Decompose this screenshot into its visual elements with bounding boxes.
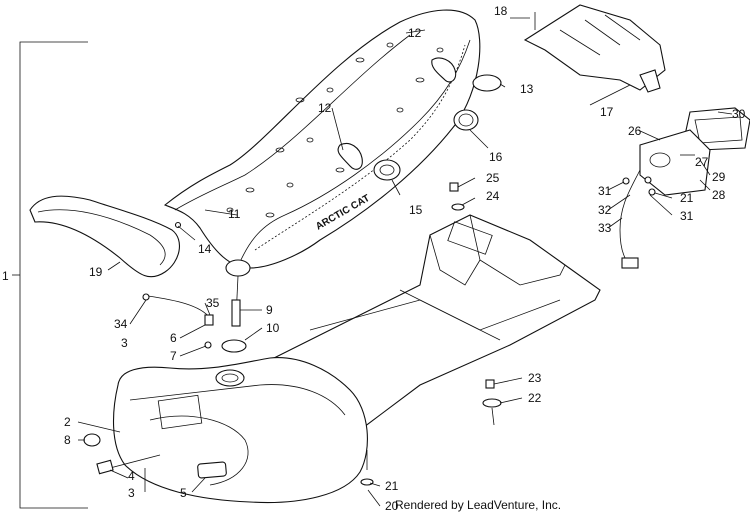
label-22: 22 (528, 391, 542, 405)
label-34: 34 (114, 317, 128, 331)
label-5: 5 (180, 486, 187, 500)
rear-cover (29, 195, 181, 278)
label-4: 4 (128, 469, 135, 483)
leader-lines (77, 17, 733, 507)
label-30: 30 (732, 107, 746, 121)
label-18: 18 (494, 4, 508, 18)
fastener-14 (174, 221, 182, 229)
label-7: 7 (170, 349, 177, 363)
label-33: 33 (598, 221, 612, 235)
gas-tank (113, 357, 368, 504)
label-11: 11 (228, 207, 241, 221)
taillight-housing (639, 129, 711, 196)
label-15: 15 (409, 203, 423, 217)
vent-hose (142, 293, 214, 349)
bolt-22-23 (482, 379, 502, 426)
seat: ARCTIC CAT (163, 9, 481, 269)
label-9: 9 (266, 303, 273, 317)
mount-bracket (523, 4, 666, 93)
label-25: 25 (486, 171, 500, 185)
label-24: 24 (486, 189, 500, 203)
label-6: 6 (170, 331, 177, 345)
seat-pad (472, 74, 502, 92)
label-21b: 21 (680, 191, 694, 205)
label-23: 23 (528, 371, 542, 385)
label-32: 32 (598, 203, 612, 217)
label-29: 29 (712, 170, 726, 184)
label-17: 17 (600, 105, 614, 119)
label-3a: 3 (121, 336, 128, 350)
label-2: 2 (64, 415, 71, 429)
label-10: 10 (266, 321, 280, 335)
bolt-21-20 (360, 450, 374, 486)
bolt-25 (449, 182, 465, 211)
label-3b: 3 (128, 486, 135, 500)
label-21a: 21 (385, 479, 399, 493)
gas-cap (373, 159, 401, 181)
label-27: 27 (695, 155, 709, 169)
label-12b: 12 (318, 101, 332, 115)
label-35: 35 (206, 296, 220, 310)
fill-cap (453, 109, 479, 131)
taillight-wiring (619, 169, 656, 269)
render-credit: Rendered by LeadVenture, Inc. (395, 498, 562, 512)
label-20: 20 (385, 499, 399, 513)
label-19: 19 (89, 265, 103, 279)
label-28: 28 (712, 188, 726, 202)
part-labels: 1 2 3 3 4 5 6 7 8 9 10 11 12 12 13 14 15… (2, 4, 746, 513)
label-1: 1 (2, 269, 9, 283)
label-31b: 31 (680, 209, 694, 223)
label-26: 26 (628, 124, 642, 138)
label-13: 13 (520, 82, 534, 96)
label-31a: 31 (598, 184, 612, 198)
label-16: 16 (489, 150, 503, 164)
fuel-sender (221, 259, 251, 353)
label-12a: 12 (408, 26, 422, 40)
seat-base (259, 214, 601, 431)
label-8: 8 (64, 433, 71, 447)
label-14: 14 (198, 242, 212, 256)
assembly-bracket (12, 41, 88, 509)
